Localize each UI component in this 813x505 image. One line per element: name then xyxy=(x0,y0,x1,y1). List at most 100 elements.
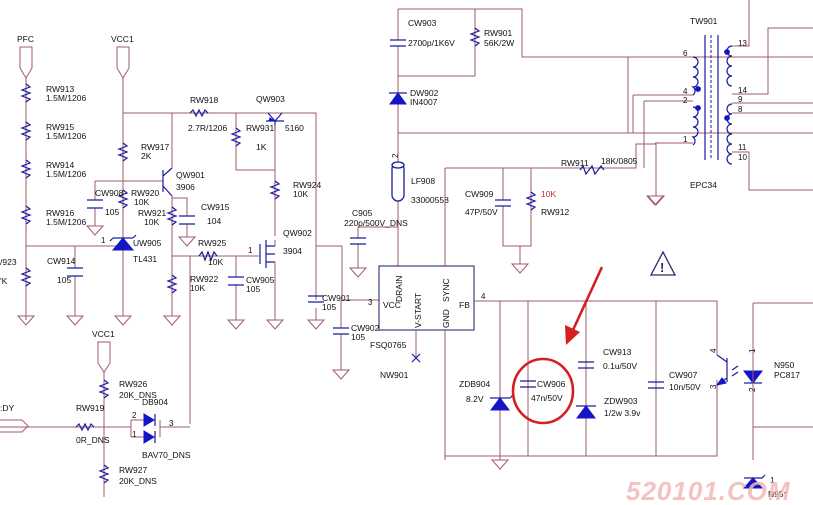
svg-text:105: 105 xyxy=(57,275,71,285)
svg-text:RW917: RW917 xyxy=(141,142,169,152)
svg-text:3904: 3904 xyxy=(283,246,302,256)
svg-text:RW915: RW915 xyxy=(46,122,74,132)
resistor-rw913: RW913 1.5M/1206 xyxy=(20,83,86,103)
svg-text:CW909: CW909 xyxy=(465,189,494,199)
svg-text:1: 1 xyxy=(683,135,688,144)
ground-symbol xyxy=(491,459,509,470)
ground-symbol xyxy=(227,319,245,330)
svg-text:3: 3 xyxy=(709,384,718,389)
svg-text:UW905: UW905 xyxy=(133,238,162,248)
svg-text:10K: 10K xyxy=(190,283,205,293)
svg-text:RW925: RW925 xyxy=(198,238,226,248)
optocoupler-n950: N950 PC817 4 3 1 2 xyxy=(709,302,813,460)
zener-zdw903: ZDW903 1/2w 3.9v xyxy=(576,396,641,419)
svg-text:RW918: RW918 xyxy=(190,95,218,105)
svg-text:3: 3 xyxy=(368,298,373,307)
ferrite-lf908: 2 LF908 33000558 xyxy=(391,153,449,205)
svg-text:10K: 10K xyxy=(293,189,308,199)
svg-text:RW922: RW922 xyxy=(190,274,218,284)
ground-symbol xyxy=(307,319,325,330)
svg-text:RW901: RW901 xyxy=(484,28,512,38)
svg-text:4: 4 xyxy=(709,348,718,353)
svg-text:RW919: RW919 xyxy=(76,403,104,413)
capacitor-cw902: CW902 105 xyxy=(333,300,380,370)
ground-symbol xyxy=(178,236,196,247)
svg-text:105: 105 xyxy=(351,332,365,342)
svg-text:4: 4 xyxy=(481,292,486,301)
pfc-port: PFC xyxy=(17,34,34,79)
resistor-rw914: RW914 1.5M/1206 xyxy=(20,159,86,179)
svg-text:RW927: RW927 xyxy=(119,465,147,475)
vcc1-port-bottom: VCC1 xyxy=(92,329,115,373)
svg-text:RW924: RW924 xyxy=(293,180,321,190)
svg-text:9: 9 xyxy=(738,95,743,104)
svg-text:220p/500V_DNS: 220p/500V_DNS xyxy=(344,218,408,228)
svg-text:CW905: CW905 xyxy=(246,275,275,285)
svg-text:FB: FB xyxy=(459,300,470,310)
svg-text:!: ! xyxy=(660,260,664,275)
svg-text:CW906: CW906 xyxy=(537,379,566,389)
zener-zdb904: ZDB904 8.2V xyxy=(459,379,514,411)
svg-text:DB904: DB904 xyxy=(142,397,168,407)
resistor-rw921: RW921 10K xyxy=(138,206,178,227)
capacitor-cw914: CW914 105 xyxy=(47,246,83,316)
svg-text:0.1u/50V: 0.1u/50V xyxy=(603,361,637,371)
resistor-rw918: RW918 2.7R/1206 xyxy=(188,95,227,133)
svg-text:PC817: PC817 xyxy=(774,370,800,380)
snubber-top-wire xyxy=(398,8,813,58)
rdy-port: :DY xyxy=(0,403,131,433)
svg-text:ZDW903: ZDW903 xyxy=(604,396,638,406)
svg-text:10K: 10K xyxy=(134,197,149,207)
svg-text:2K: 2K xyxy=(141,151,152,161)
svg-text:1K: 1K xyxy=(256,142,267,152)
svg-text:RW911: RW911 xyxy=(561,158,589,168)
svg-text:1/2w 3.9v: 1/2w 3.9v xyxy=(604,408,641,418)
svg-text:5160: 5160 xyxy=(285,123,304,133)
svg-text:10K: 10K xyxy=(541,189,556,199)
svg-text:RW920: RW920 xyxy=(131,188,159,198)
ground-symbol xyxy=(86,225,104,236)
capacitor-cw908: CW908 105 xyxy=(87,180,163,226)
svg-text:6: 6 xyxy=(683,49,688,58)
svg-text:2700p/1K6V: 2700p/1K6V xyxy=(408,38,455,48)
highlight-arrow xyxy=(565,266,604,345)
svg-text:4: 4 xyxy=(683,87,688,96)
svg-text:47n/50V: 47n/50V xyxy=(531,393,563,403)
svg-text:SYNC: SYNC xyxy=(441,278,451,302)
capacitor-cw905: CW905 105 xyxy=(228,256,275,320)
svg-text:CW901: CW901 xyxy=(322,293,351,303)
svg-text:CW907: CW907 xyxy=(669,370,698,380)
capacitor-cw901: CW901 105 xyxy=(308,293,351,320)
svg-text::DY: :DY xyxy=(0,403,15,413)
resistor-rw916: RW916 1.5M/1206 xyxy=(20,205,86,227)
svg-text:1.5M/1206: 1.5M/1206 xyxy=(46,131,86,141)
svg-text:10: 10 xyxy=(738,153,747,162)
svg-text:33000558: 33000558 xyxy=(411,195,449,205)
svg-text:1: 1 xyxy=(248,246,253,255)
resistor-rw920: RW920 10K xyxy=(117,188,159,209)
svg-text:10K: 10K xyxy=(144,217,159,227)
svg-text:IN4007: IN4007 xyxy=(410,97,438,107)
svg-text:QW903: QW903 xyxy=(256,94,285,104)
resistor-rw926: RW926 20K_DNS xyxy=(98,379,157,400)
svg-text:NW901: NW901 xyxy=(380,370,409,380)
tl431-n951: 1 N95* xyxy=(742,474,788,499)
svg-text:FSQ0765: FSQ0765 xyxy=(370,340,407,350)
ground-symbol xyxy=(332,369,350,380)
svg-text:CW908: CW908 xyxy=(95,188,124,198)
resistor-rw919: RW919 0R_DNS xyxy=(75,403,110,445)
svg-text:11: 11 xyxy=(738,143,747,152)
feedback-bus xyxy=(445,300,718,460)
capacitor-cw909: CW909 47P/50V xyxy=(465,168,532,247)
svg-text:1: 1 xyxy=(748,348,757,353)
svg-text:105: 105 xyxy=(246,284,260,294)
svg-text:VCC1: VCC1 xyxy=(92,329,115,339)
svg-text:20K_DNS: 20K_DNS xyxy=(119,390,157,400)
capacitor-cw915: CW915 104 xyxy=(172,197,230,237)
highlight-circle xyxy=(511,357,575,425)
svg-text:QW902: QW902 xyxy=(283,228,312,238)
svg-text:14: 14 xyxy=(738,86,747,95)
transistor-qw903: QW903 5160 xyxy=(256,94,317,300)
svg-text:105: 105 xyxy=(322,302,336,312)
svg-text:QW901: QW901 xyxy=(176,170,205,180)
